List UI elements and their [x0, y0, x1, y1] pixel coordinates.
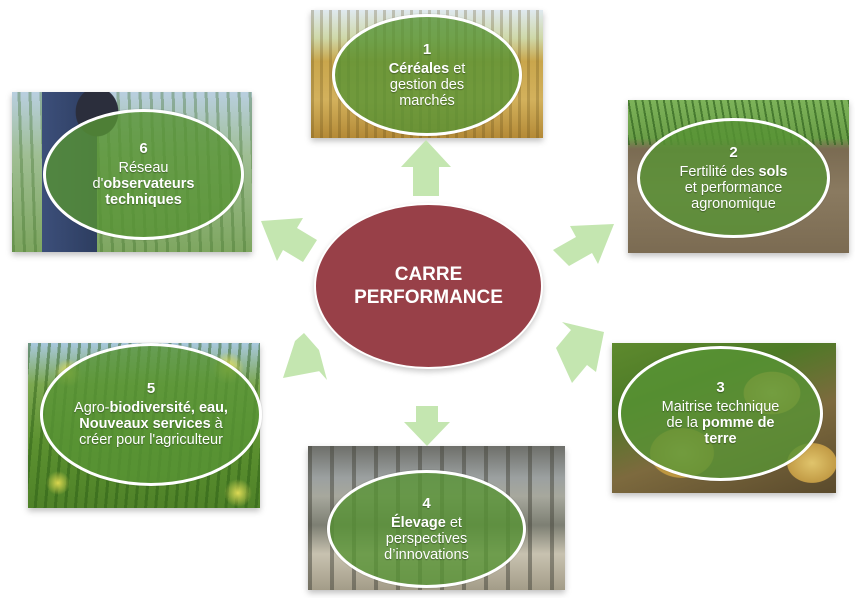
- topic-number: 1: [422, 40, 432, 58]
- topic-2-oval: 2 Fertilité des sols et performance agro…: [637, 118, 830, 238]
- topic-number: 3: [716, 379, 725, 396]
- arrow-up-right-icon: [553, 224, 614, 266]
- topic-5-oval: 5 Agro-biodiversité, eau, Nouveaux servi…: [40, 343, 262, 486]
- arrow-up-left-icon: [261, 218, 317, 262]
- arrow-down-icon: [404, 406, 450, 446]
- arrow-up-icon: [401, 140, 451, 196]
- arrow-down-left-icon: [283, 333, 327, 380]
- topic-label: Agro-biodiversité, eau, Nouveaux service…: [74, 400, 228, 448]
- topic-label: Fertilité des sols et performance agrono…: [679, 163, 788, 212]
- center-node: CARRE PERFORMANCE: [314, 203, 543, 369]
- topic-label: Réseau d'observateurs techniques: [92, 160, 195, 208]
- center-title: CARRE PERFORMANCE: [354, 264, 503, 308]
- topic-1-oval: 1 Céréales et gestion des marchés: [332, 14, 522, 136]
- topic-label: Maitrise technique de la pomme de terre: [661, 399, 780, 447]
- arrow-down-right-icon: [556, 322, 604, 383]
- topic-number: 5: [146, 380, 156, 397]
- topic-number: 4: [422, 494, 431, 512]
- topic-label: Élevage et perspectives d’innovations: [384, 514, 469, 563]
- topic-label: Céréales et gestion des marchés: [388, 60, 466, 109]
- topic-3-oval: 3 Maitrise technique de la pomme de terr…: [618, 346, 823, 481]
- topic-number: 2: [729, 143, 738, 161]
- topic-6-oval: 6 Réseau d'observateurs techniques: [43, 109, 244, 240]
- topic-4-oval: 4 Élevage et perspectives d’innovations: [327, 470, 526, 588]
- topic-number: 6: [139, 140, 148, 157]
